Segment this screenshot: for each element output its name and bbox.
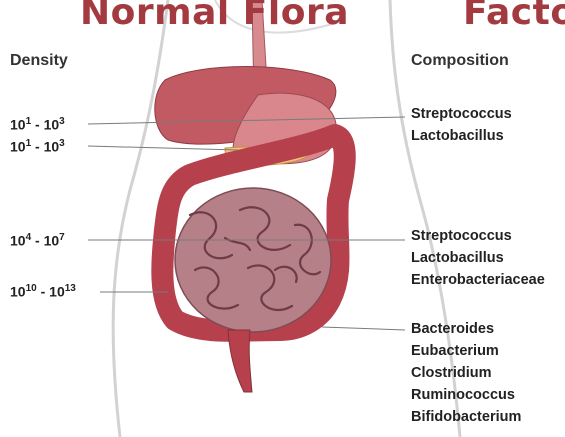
composition-group-2: Streptococcus Lactobacillus Enterobacter… (411, 225, 545, 291)
composition-group-1: Streptococcus Lactobacillus (411, 103, 512, 147)
density-value-4: 1010 - 1013 (10, 283, 76, 300)
organism-label: Bifidobacterium (411, 406, 521, 428)
leader-line-2 (88, 146, 238, 150)
organism-label: Clostridium (411, 362, 521, 384)
composition-group-3: Bacteroides Eubacterium Clostridium Rumi… (411, 318, 521, 428)
organism-label: Streptococcus (411, 225, 545, 247)
organism-label: Lactobacillus (411, 247, 545, 269)
small-intestine (175, 188, 331, 332)
organism-label: Enterobacteriaceae (411, 269, 545, 291)
organism-label: Lactobacillus (411, 125, 512, 147)
organism-label: Ruminococcus (411, 384, 521, 406)
density-value-1: 101 - 103 (10, 116, 65, 133)
leader-line-5 (322, 327, 405, 330)
density-value-3: 104 - 107 (10, 232, 65, 249)
title-right: Facto (463, 0, 565, 33)
organism-label: Bacteroides (411, 318, 521, 340)
density-value-2: 101 - 103 (10, 138, 65, 155)
density-header: Density (10, 52, 68, 70)
organism-label: Eubacterium (411, 340, 521, 362)
title-left: Normal Flora (80, 0, 349, 33)
rectum (228, 330, 252, 392)
composition-header: Composition (411, 52, 509, 70)
organism-label: Streptococcus (411, 103, 512, 125)
